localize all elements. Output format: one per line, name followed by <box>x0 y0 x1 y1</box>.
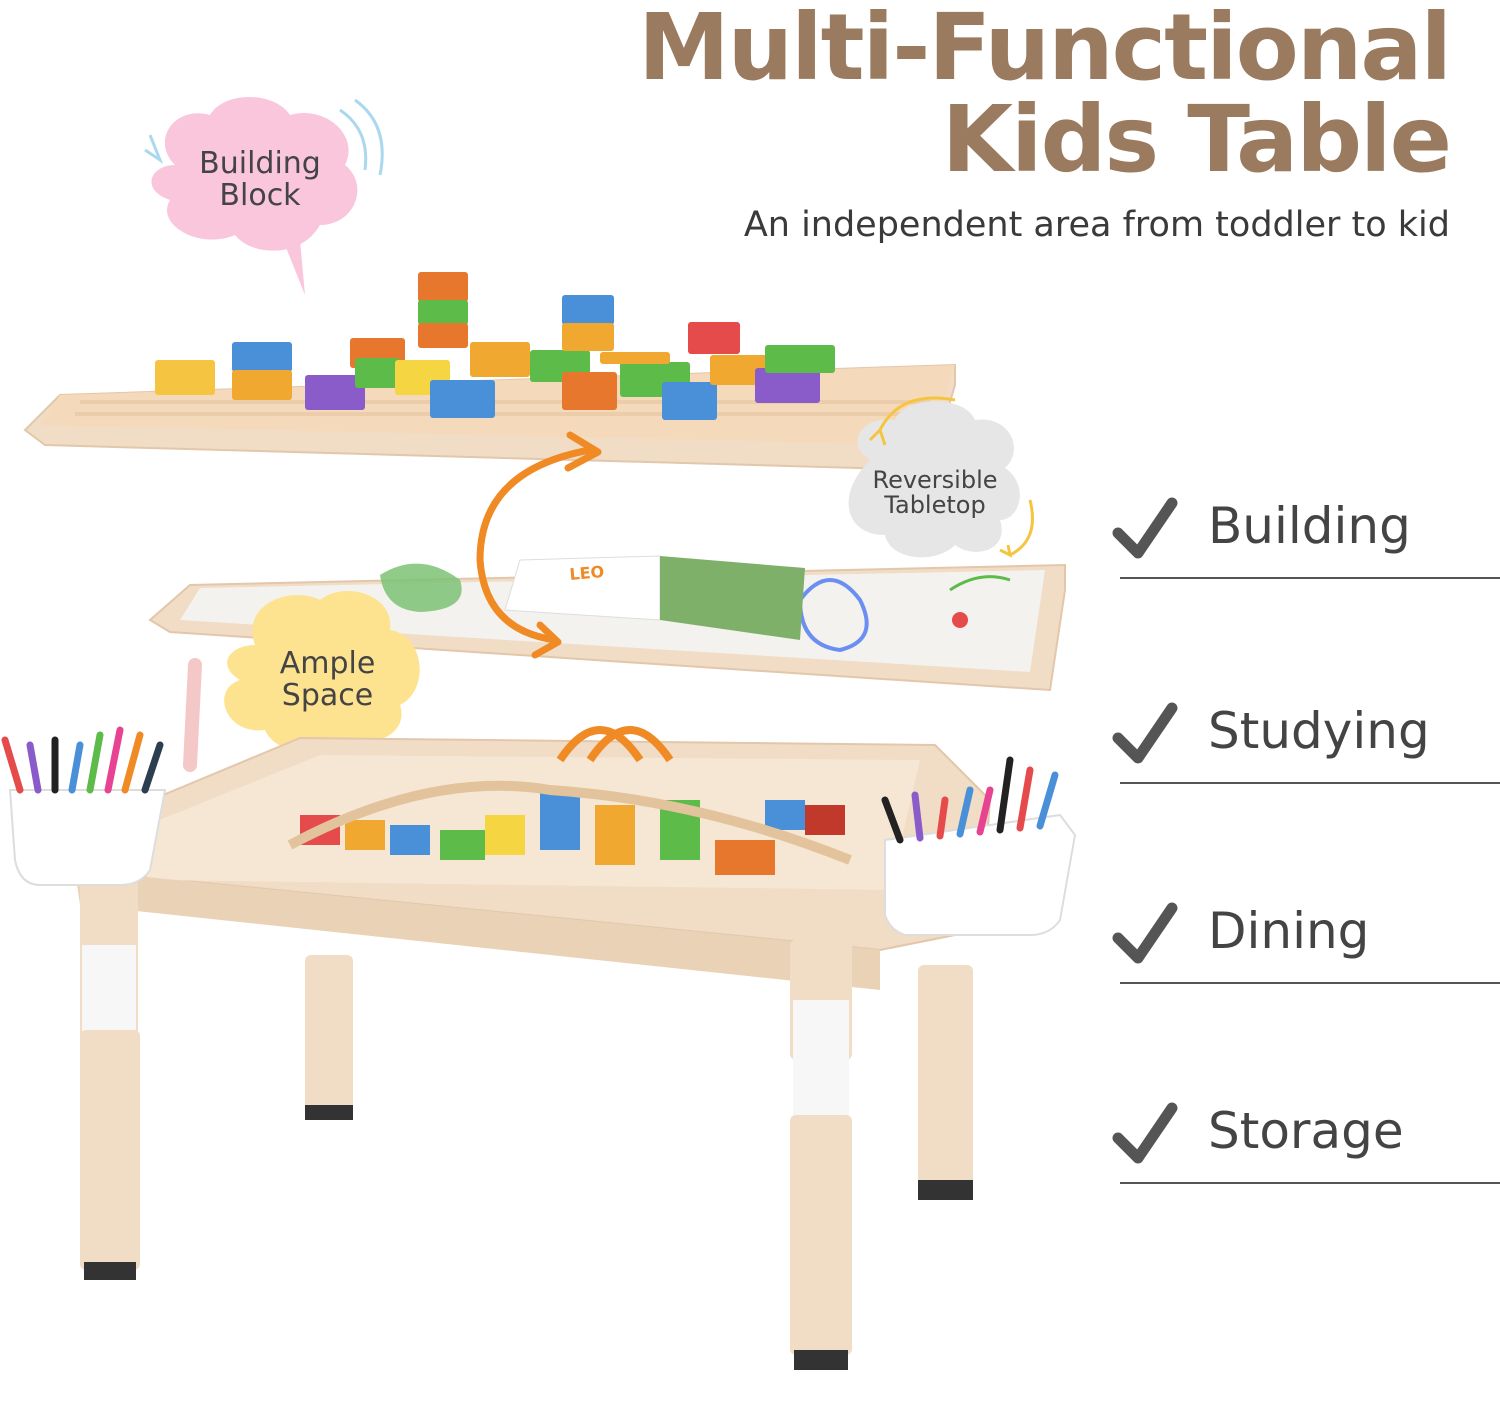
feature-label-studying: Studying <box>1208 702 1430 760</box>
feature-label-building: Building <box>1208 497 1411 555</box>
title-line-2: Kids Table <box>941 86 1452 193</box>
feature-item-dining: Dining <box>1110 900 1500 990</box>
subtitle: An independent area from toddler to kid <box>743 205 1450 245</box>
ample-space-label-line1: Ample <box>279 646 376 681</box>
flip-arrow-icon <box>476 431 602 659</box>
feature-divider <box>1120 982 1500 984</box>
reversible-tabletop-bubble <box>848 396 1034 558</box>
reversible-tabletop: LEO <box>148 555 1066 692</box>
reversible-tabletop-label-line1: Reversible <box>872 466 998 494</box>
title-line-1: Multi-Functional <box>638 0 1452 101</box>
feature-divider <box>1120 782 1500 784</box>
toy-blocks-top <box>155 272 835 420</box>
building-block-label: Building Block <box>180 148 340 211</box>
feature-item-storage: Storage <box>1110 1100 1500 1190</box>
feature-divider <box>1120 577 1500 579</box>
check-icon <box>1112 497 1178 559</box>
check-icon <box>1112 902 1178 964</box>
feature-item-building: Building <box>1110 495 1500 585</box>
ample-space-label-line2: Space <box>281 677 374 713</box>
check-icon <box>1112 1102 1178 1164</box>
feature-divider <box>1120 1182 1500 1184</box>
feature-label-dining: Dining <box>1208 902 1370 960</box>
feature-item-studying: Studying <box>1110 700 1500 790</box>
reversible-tabletop-label: Reversible Tabletop <box>855 466 1015 520</box>
svg-text:LEO: LEO <box>569 562 605 584</box>
ample-space-label: Ample Space <box>250 648 405 711</box>
reversible-tabletop-label-line2: Tabletop <box>884 491 986 520</box>
kids-table <box>1 658 1077 1370</box>
building-block-label-line2: Block <box>219 177 301 213</box>
building-block-label-line1: Building <box>199 146 321 181</box>
feature-label-storage: Storage <box>1208 1102 1404 1160</box>
building-block-bubble <box>144 96 384 295</box>
check-icon <box>1112 702 1178 764</box>
